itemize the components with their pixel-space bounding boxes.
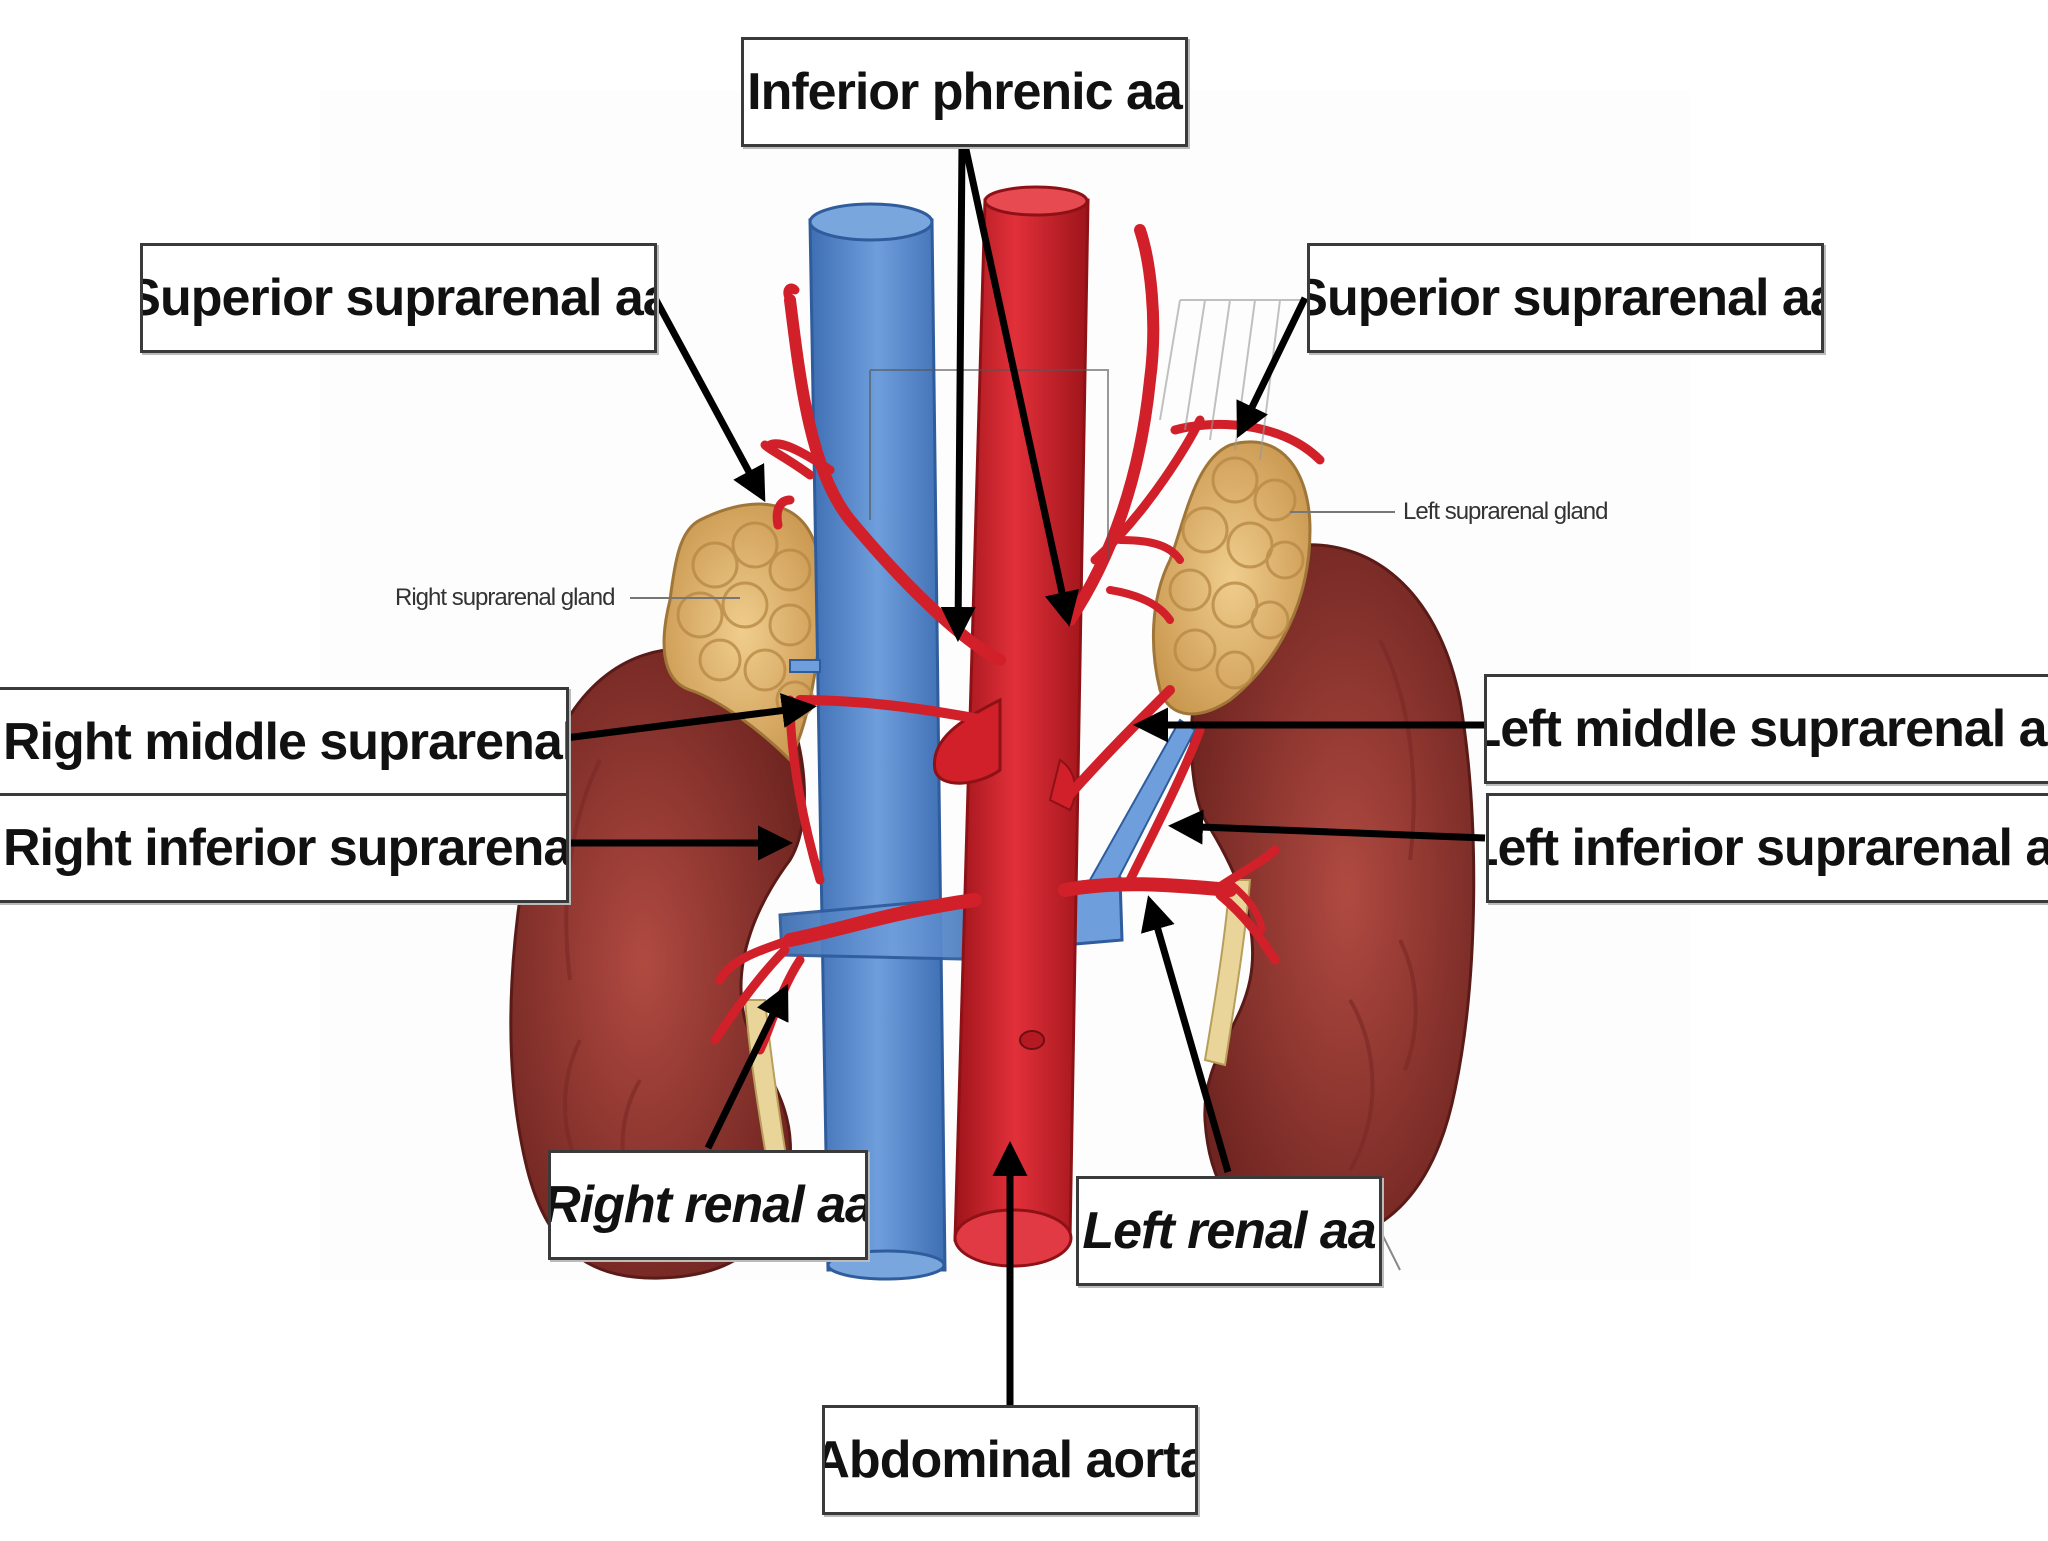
arrow-left-renal	[1140, 895, 1232, 1173]
arrow-left-inferior-suprarenal	[1168, 809, 1486, 845]
label-left-renal-aa: Left renal aa	[1076, 1176, 1382, 1286]
label-right-inferior-suprarenal-aa: Right inferior suprarenal aa	[0, 793, 569, 903]
label-superior-suprarenal-aa-right: Superior suprarenal aa	[140, 243, 657, 353]
arrow-superior-suprarenal-left	[1236, 296, 1309, 439]
abdominal-aorta	[932, 185, 1090, 1268]
arrow-inferior-phrenic-left	[961, 144, 1080, 627]
arrow-right-middle-suprarenal	[549, 693, 817, 744]
arrow-right-renal	[704, 983, 789, 1150]
label-abdominal-aorta: Abdominal aorta	[822, 1405, 1198, 1515]
label-left-middle-suprarenal-aa: Left middle suprarenal aa	[1484, 674, 2048, 784]
label-right-renal-aa: Right renal aa	[548, 1150, 868, 1260]
label-left-inferior-suprarenal-aa: Left inferior suprarenal aa	[1486, 793, 2048, 903]
label-right-suprarenal-gland: Right suprarenal gland	[395, 584, 615, 611]
pointer-arrows	[549, 144, 1486, 1405]
label-superior-suprarenal-aa-left: Superior suprarenal aa	[1307, 243, 1824, 353]
left-suprarenal-gland	[1151, 440, 1312, 716]
label-left-suprarenal-gland: Left suprarenal gland	[1403, 498, 1608, 525]
arrow-inferior-phrenic-right	[940, 144, 976, 642]
arrow-superior-suprarenal-right	[651, 296, 766, 503]
label-inferior-phrenic-aa: Inferior phrenic aa	[741, 37, 1188, 147]
label-right-middle-suprarenal-aa: Right middle suprarenal aa	[0, 687, 569, 797]
